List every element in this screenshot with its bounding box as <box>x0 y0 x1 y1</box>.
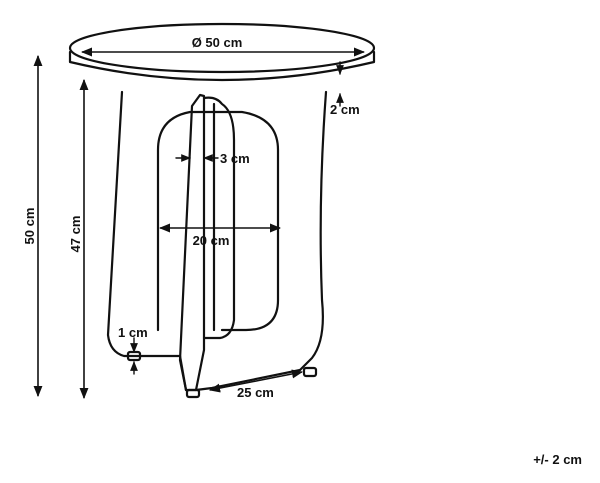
dim-leg-height: 47 cm <box>68 78 89 400</box>
table-top <box>68 22 376 82</box>
dim-top-thickness: 2 cm <box>330 61 360 117</box>
top-diameter-label: Ø 50 cm <box>192 35 243 50</box>
dim-base-depth: 25 cm <box>208 369 304 400</box>
leg-height-label: 47 cm <box>68 216 83 253</box>
leg-panel <box>106 90 328 392</box>
cutout-width-label: 20 cm <box>193 233 230 248</box>
base-depth-label: 25 cm <box>237 385 274 400</box>
dim-total-height: 50 cm <box>22 54 43 398</box>
tolerance-note: +/- 2 cm <box>533 452 582 467</box>
dim-cutout-width: 20 cm <box>158 223 282 248</box>
dim-leg-thickness: 3 cm <box>175 151 250 166</box>
leg-thickness-label: 3 cm <box>220 151 250 166</box>
dim-top-diameter: Ø 50 cm <box>80 35 366 57</box>
total-height-label: 50 cm <box>22 208 37 245</box>
top-thickness-label: 2 cm <box>330 102 360 117</box>
foot-height-label: 1 cm <box>118 325 148 340</box>
dim-foot-height: 1 cm <box>118 325 148 375</box>
